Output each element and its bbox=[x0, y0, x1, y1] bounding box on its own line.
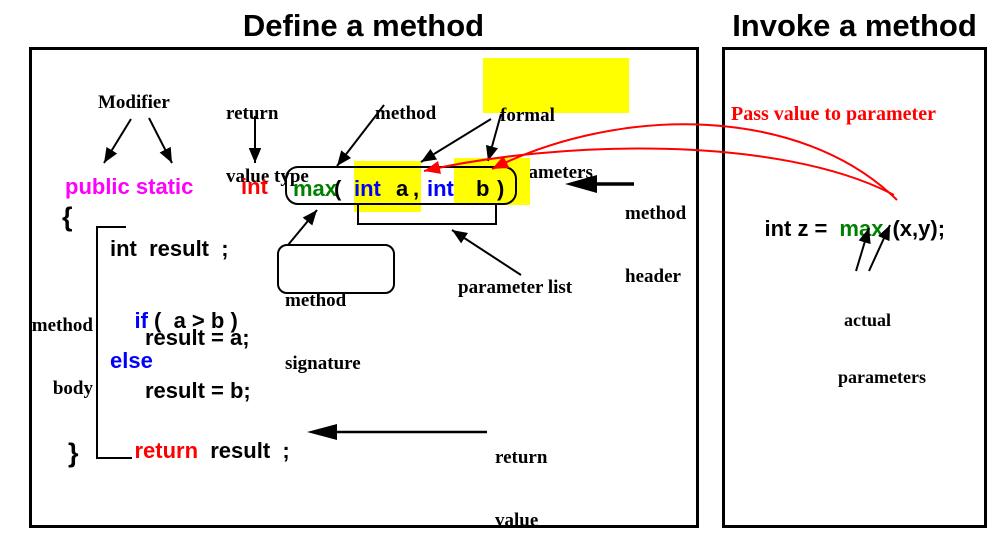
invoke-code-prefix: int z = bbox=[764, 216, 828, 241]
define-panel bbox=[29, 47, 699, 528]
invoke-code-line: int z = max (x,y); bbox=[740, 196, 945, 262]
parameter-list-label: parameter list bbox=[458, 277, 573, 298]
formal-parameters-highlight-box: formal parameters bbox=[483, 58, 629, 182]
code-param2-type: int bbox=[427, 176, 454, 201]
code-method-name: max bbox=[293, 176, 338, 201]
code-return-type: int bbox=[241, 174, 268, 199]
code-param2-name: b bbox=[476, 176, 490, 201]
method-signature-label: method signature bbox=[285, 248, 393, 416]
code-param1-type: int bbox=[354, 176, 381, 201]
code-if-condition: ( a > b ) bbox=[154, 308, 238, 333]
code-lparen: ( bbox=[334, 176, 342, 201]
method-header-line2: header bbox=[625, 266, 681, 287]
method-signature-box: method signature bbox=[277, 244, 395, 374]
invoke-panel bbox=[722, 47, 987, 528]
invoke-code-arguments: (x,y); bbox=[892, 216, 946, 241]
code-else-keyword: else bbox=[110, 348, 153, 373]
method-body-line2: body bbox=[52, 378, 93, 399]
code-if-keyword: if bbox=[134, 308, 148, 333]
actual-parameters-line2: parameters bbox=[838, 367, 926, 387]
method-signature-line2: signature bbox=[285, 353, 361, 374]
code-else-statement: result = b; bbox=[145, 378, 251, 403]
code-close-brace: } bbox=[68, 438, 79, 468]
return-value-line2: value bbox=[495, 510, 539, 531]
actual-parameters-label: actual parameters bbox=[838, 273, 926, 425]
modifier-label: Modifier bbox=[98, 92, 170, 113]
invoke-code-method-name: max bbox=[839, 216, 884, 241]
method-body-label: method body bbox=[14, 273, 93, 441]
method-header-label: method header bbox=[625, 161, 686, 329]
code-return-line: return result ; bbox=[110, 418, 290, 484]
method-header-line1: method bbox=[625, 203, 687, 224]
code-declaration: int result ; bbox=[110, 236, 229, 261]
code-rparen: ) bbox=[497, 176, 505, 201]
invoke-method-title: Invoke a method bbox=[732, 8, 977, 43]
pass-value-label: Pass value to parameter bbox=[731, 103, 936, 125]
code-open-brace: { bbox=[62, 202, 73, 232]
code-comma: , bbox=[413, 176, 420, 201]
method-signature-line1: method bbox=[285, 290, 347, 311]
actual-parameters-line1: actual bbox=[844, 310, 891, 330]
code-then-statement: result = a; bbox=[145, 325, 250, 350]
code-param1-name: a bbox=[396, 176, 409, 201]
code-return-statement: result ; bbox=[210, 438, 290, 463]
parameter-list-bracket bbox=[357, 205, 497, 225]
method-name-line1: method bbox=[375, 103, 437, 124]
return-value-label: return value bbox=[495, 405, 547, 533]
code-return-keyword: return bbox=[134, 438, 199, 463]
code-if-line: if ( a > b ) bbox=[110, 288, 238, 354]
define-method-title: Define a method bbox=[242, 8, 485, 43]
method-body-line1: method bbox=[31, 315, 93, 336]
formal-parameters-line1: formal bbox=[500, 105, 555, 126]
method-header-rect: max ( int a , int b ) bbox=[285, 166, 517, 205]
return-value-type-line1: return bbox=[226, 103, 279, 124]
return-value-line1: return bbox=[495, 447, 548, 468]
code-modifiers: public static bbox=[65, 174, 194, 199]
